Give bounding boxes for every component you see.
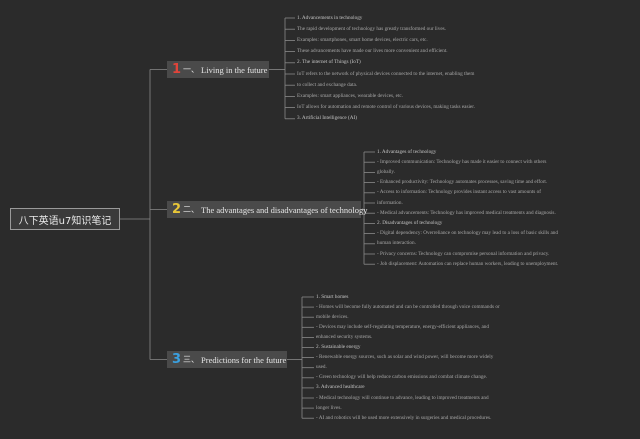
leaf-item[interactable]: - Access to information: Technology prov… (377, 189, 541, 196)
leaf-item[interactable]: longer lives. (316, 404, 342, 411)
leaf-item[interactable]: - Digital dependency: Overreliance on te… (377, 230, 558, 237)
branch-number-badge: 1 (172, 62, 182, 77)
root-topic-label: 八下英语u7知识笔记 (18, 215, 112, 227)
leaf-item[interactable]: - Renewable energy sources, such as sola… (316, 354, 494, 361)
leaf-item[interactable]: 2. Disadvantages of technology (377, 219, 443, 226)
leaf-item[interactable]: These advancements have made our lives m… (297, 48, 448, 55)
branch-title: Living in the future (201, 64, 268, 75)
leaf-item[interactable]: - Devices may include self-regulating te… (316, 323, 489, 330)
leaf-item[interactable]: Examples: smart appliances, wearable dev… (297, 92, 404, 99)
leaf-item[interactable]: Examples: smartphones, smart home device… (297, 36, 428, 43)
leaf-item[interactable]: globally. (377, 168, 395, 175)
leaf-item[interactable]: - Medical technology will continue to ad… (316, 394, 489, 401)
leaf-item[interactable]: - Privacy concerns: Technology can compr… (377, 250, 550, 257)
leaf-item[interactable]: 3. Advanced healthcare (316, 384, 365, 391)
branch-predictions-for-the-future[interactable]: 3 三、 Predictions for the future (167, 351, 287, 368)
leaf-item[interactable]: enhanced security systems. (316, 333, 373, 340)
branch-title: Predictions for the future (201, 354, 287, 365)
leaf-item[interactable]: 1. Advancements in technology (297, 14, 363, 21)
leaf-item[interactable]: 3. Artificial Intelligence (AI) (297, 115, 357, 122)
branch-living-in-the-future[interactable]: 1 一、 Living in the future (167, 61, 269, 78)
branch-number-badge: 3 (172, 352, 182, 367)
leaf-item[interactable]: - Enhanced productivity: Technology auto… (377, 179, 548, 186)
branch-index: 一、 (183, 65, 200, 74)
leaf-item[interactable]: used. (316, 364, 327, 371)
leaf-item[interactable]: 1. Smart homes (316, 293, 349, 300)
branch-index: 三、 (183, 355, 200, 364)
leaf-item[interactable]: - AI and robotics will be used more exte… (316, 414, 492, 421)
leaf-item[interactable]: - Job displacement: Automation can repla… (377, 260, 559, 267)
leaf-item[interactable]: The rapid development of technology has … (297, 25, 446, 32)
branch-title: The advantages and disadvantages of tech… (201, 204, 368, 215)
branch-number-badge: 2 (172, 202, 182, 217)
leaf-item[interactable]: - Improved communication: Technology has… (377, 158, 547, 165)
leaf-item[interactable]: - Medical advancements: Technology has i… (377, 209, 556, 216)
root-topic[interactable]: 八下英语u7知识笔记 (10, 208, 120, 230)
leaf-item[interactable]: IoT refers to the network of physical de… (297, 70, 475, 77)
leaf-item[interactable]: 2. The internet of Things (IoT) (297, 59, 361, 66)
leaf-item[interactable]: information. (377, 199, 403, 206)
leaf-item[interactable]: - Homes will become fully automated and … (316, 303, 500, 310)
leaf-item[interactable]: 1. Advantages of technology (377, 148, 437, 155)
leaf-item[interactable]: IoT allows for automation and remote con… (297, 104, 475, 111)
leaf-item[interactable]: - Green technology will help reduce carb… (316, 374, 488, 381)
leaf-item[interactable]: 2. Sustainable energy (316, 344, 361, 350)
branch-index: 二、 (183, 205, 200, 214)
leaf-item[interactable]: human interaction. (377, 240, 416, 247)
leaf-item[interactable]: mobile devices. (316, 313, 349, 320)
branch-advantages-disadvantages[interactable]: 2 二、 The advantages and disadvantages of… (167, 201, 367, 218)
leaf-item[interactable]: to collect and exchange data. (297, 81, 358, 88)
